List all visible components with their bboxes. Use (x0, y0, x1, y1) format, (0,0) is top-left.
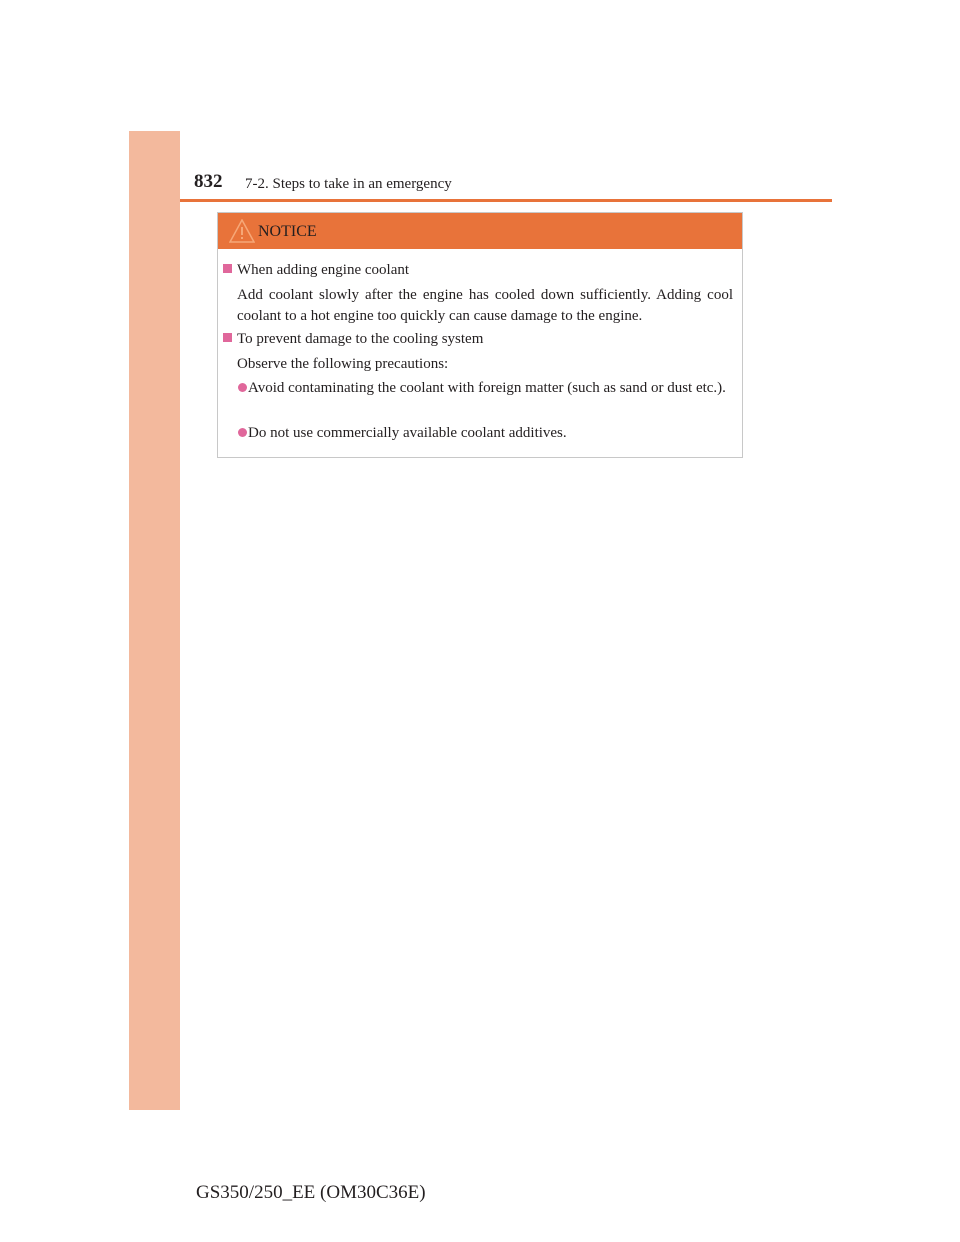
header-rule (180, 199, 832, 202)
square-bullet-icon (223, 264, 232, 273)
round-bullet-icon (238, 428, 247, 437)
page-number: 832 (194, 171, 223, 192)
model-code-footer: GS350/250_EE (OM30C36E) (196, 1182, 426, 1203)
notice-paragraph: Add coolant slowly after the engine has … (237, 287, 733, 324)
notice-header: NOTICE (218, 213, 742, 249)
section-title: 7-2. Steps to take in an emergency (245, 176, 452, 192)
notice-box: NOTICE When adding engine coolant Add co… (217, 212, 743, 458)
notice-bullet-item: Do not use commercially available coolan… (238, 423, 744, 444)
notice-item-title: When adding engine coolant (223, 263, 409, 278)
square-bullet-icon (223, 333, 232, 342)
notice-item-title: To prevent damage to the cooling system (223, 332, 483, 347)
notice-bullet-item: Avoid contaminating the coolant with for… (238, 378, 744, 399)
round-bullet-icon (238, 383, 247, 392)
notice-label: NOTICE (258, 223, 317, 240)
notice-paragraph: Observe the following precautions: (237, 356, 449, 372)
side-tab-band (129, 131, 180, 1110)
warning-triangle-icon (229, 219, 255, 243)
